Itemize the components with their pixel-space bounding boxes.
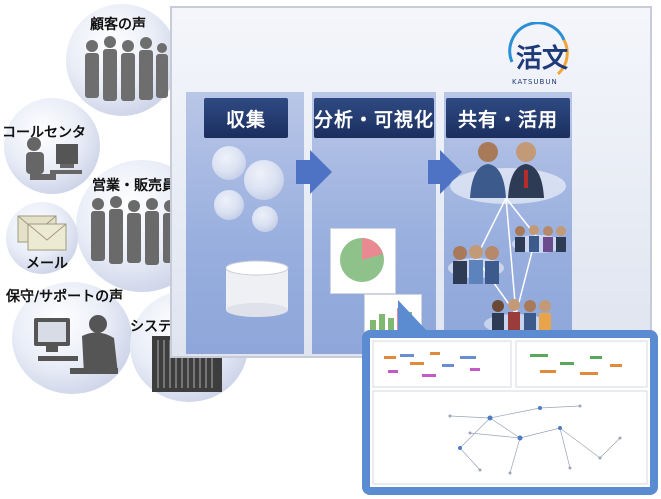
- logo-kanji: 活文: [516, 44, 569, 74]
- team-left-icon: [453, 245, 499, 284]
- envelope-icon: [17, 215, 67, 251]
- data-bubble: [212, 146, 246, 180]
- data-bubble: [252, 206, 278, 232]
- arrow-body-2: [428, 160, 440, 184]
- computer-user-icon: [34, 315, 118, 374]
- logo-ring-icon: [508, 22, 569, 76]
- data-bubble: [244, 160, 284, 200]
- dashboard-panels-icon: [372, 340, 648, 485]
- database-icon: [225, 260, 289, 317]
- call-center-label: コールセンタ: [2, 125, 86, 141]
- mail-label: メール: [26, 256, 68, 272]
- arrow-body-1: [296, 160, 310, 184]
- dashboard-preview: [362, 330, 658, 495]
- call-center-icon: [26, 137, 82, 180]
- step-analyze-header: 分析・可視化: [314, 98, 434, 138]
- sales-staff-label: 営業・販売員: [92, 178, 176, 194]
- data-bubble: [214, 190, 244, 220]
- people-group-icon: [85, 36, 168, 101]
- team-bottom-icon: [492, 299, 551, 334]
- dashboard-screen: [370, 338, 650, 487]
- arrow-right-icon: [310, 150, 332, 194]
- step-share-header: 共有・活用: [446, 98, 570, 138]
- katsubun-logo: 活文 KATSUBUN: [502, 22, 578, 92]
- logo-caption: KATSUBUN: [512, 78, 558, 86]
- callout-pointer-icon: [398, 300, 428, 332]
- pie-chart-icon: [340, 238, 384, 282]
- step-collect-header: 収集: [204, 98, 288, 138]
- maintenance-voice-label: 保守/サポートの声: [6, 289, 124, 305]
- customer-voice-label: 顧客の声: [90, 17, 146, 33]
- business-people-icon: [470, 142, 544, 198]
- team-small-icon: [515, 225, 566, 252]
